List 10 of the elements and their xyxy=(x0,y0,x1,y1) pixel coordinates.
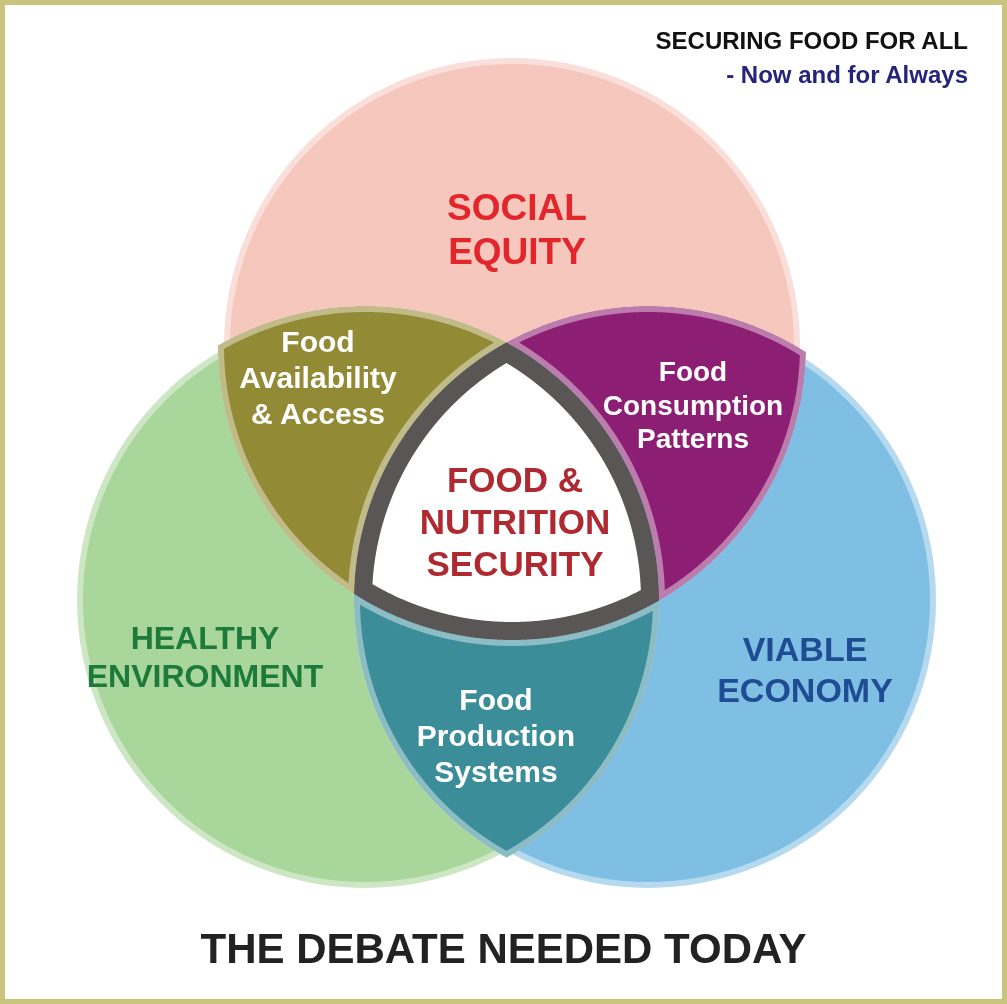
region-label: Food Consumption Patterns xyxy=(601,354,785,456)
region-label: VIABLE ECONOMY xyxy=(716,629,894,711)
subtitle: - Now and for Always xyxy=(726,59,968,90)
caption: THE DEBATE NEEDED TODAY xyxy=(199,925,808,973)
region-label: Food Production Systems xyxy=(415,682,577,790)
region-label: FOOD & NUTRITION SECURITY xyxy=(418,459,612,585)
title: SECURING FOOD FOR ALL xyxy=(655,26,968,56)
region-label: HEALTHY ENVIRONMENT xyxy=(85,618,325,696)
region-label: SOCIAL EQUITY xyxy=(446,185,588,274)
region-label: Food Availability & Access xyxy=(238,324,398,432)
